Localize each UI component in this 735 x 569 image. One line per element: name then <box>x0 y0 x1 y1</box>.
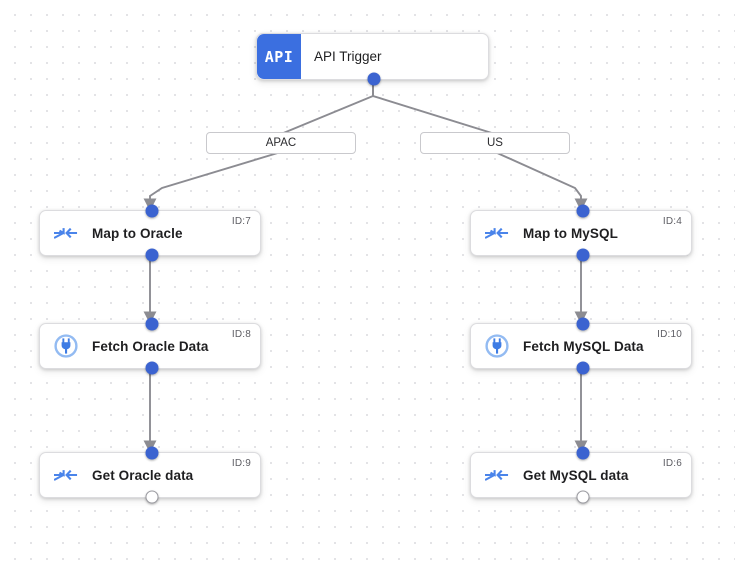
plug-circle-icon <box>471 333 523 359</box>
node-label: Get MySQL data <box>523 467 629 483</box>
node-get-mysql-data[interactable]: Get MySQL data ID:6 <box>470 446 692 504</box>
node-label: Map to Oracle <box>92 225 183 241</box>
node-fetch-mysql-data[interactable]: Fetch MySQL Data ID:10 <box>470 317 692 375</box>
edge-us-to-map-mysql <box>494 151 588 212</box>
port-out-fetch-mysql-data[interactable] <box>576 361 590 375</box>
node-label: Fetch MySQL Data <box>523 338 644 354</box>
node-map-to-oracle[interactable]: Map to Oracle ID:7 <box>39 204 261 262</box>
node-id-badge: ID:6 <box>662 458 682 469</box>
edge-apac-to-map-oracle <box>143 151 282 212</box>
merge-arrows-icon <box>471 467 523 483</box>
node-id-badge: ID:10 <box>657 329 682 340</box>
port-out-map-to-mysql[interactable] <box>576 248 590 262</box>
port-out-map-to-oracle[interactable] <box>145 248 159 262</box>
node-api-trigger[interactable]: API API Trigger <box>256 33 489 86</box>
node-label: Map to MySQL <box>523 225 618 241</box>
node-id-badge: ID:7 <box>231 216 251 227</box>
port-out-get-oracle-data[interactable] <box>145 490 159 504</box>
port-out-fetch-oracle-data[interactable] <box>145 361 159 375</box>
merge-arrows-icon <box>40 225 92 241</box>
node-id-badge: ID:9 <box>231 458 251 469</box>
edge-trigger-to-us <box>372 82 496 135</box>
node-map-to-mysql[interactable]: Map to MySQL ID:4 <box>470 204 692 262</box>
node-fetch-oracle-data[interactable]: Fetch Oracle Data ID:8 <box>39 317 261 375</box>
node-id-badge: ID:4 <box>662 216 682 227</box>
port-in-get-mysql-data[interactable] <box>576 446 590 460</box>
port-in-map-to-mysql[interactable] <box>576 204 590 218</box>
api-badge-text: API <box>264 47 294 66</box>
edge-label-apac[interactable]: APAC <box>206 132 356 154</box>
api-trigger-title: API Trigger <box>314 49 382 64</box>
edge-label-us-text: US <box>487 137 503 149</box>
port-out-get-mysql-data[interactable] <box>576 490 590 504</box>
port-in-fetch-mysql-data[interactable] <box>576 317 590 331</box>
edge-label-us[interactable]: US <box>420 132 570 154</box>
node-id-badge: ID:8 <box>231 329 251 340</box>
port-in-fetch-oracle-data[interactable] <box>145 317 159 331</box>
port-out-api-trigger[interactable] <box>367 72 381 86</box>
node-label: Fetch Oracle Data <box>92 338 209 354</box>
port-in-get-oracle-data[interactable] <box>145 446 159 460</box>
node-label: Get Oracle data <box>92 467 194 483</box>
merge-arrows-icon <box>471 225 523 241</box>
node-get-oracle-data[interactable]: Get Oracle data ID:9 <box>39 446 261 504</box>
port-in-map-to-oracle[interactable] <box>145 204 159 218</box>
api-badge-icon: API <box>257 34 301 79</box>
plug-circle-icon <box>40 333 92 359</box>
edge-label-apac-text: APAC <box>265 137 297 149</box>
edge-trigger-to-apac <box>280 82 374 135</box>
merge-arrows-icon <box>40 467 92 483</box>
